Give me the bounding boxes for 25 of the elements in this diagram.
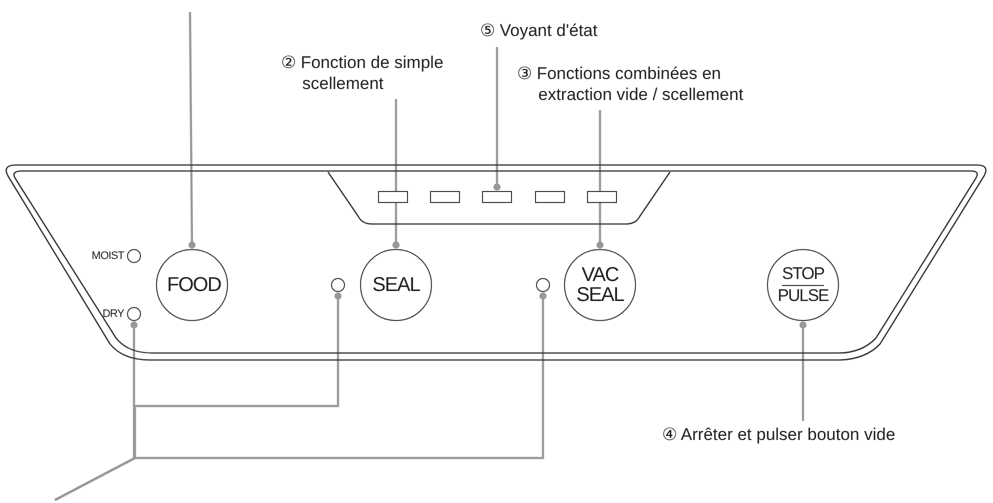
status-light <box>587 191 617 203</box>
callout-text: ③ Fonctions combinées en extraction vide / scellement <box>517 63 787 107</box>
leader-line <box>799 321 807 421</box>
indicator-light <box>127 249 141 263</box>
leader-line <box>54 292 547 501</box>
indicator-light <box>536 278 550 292</box>
indicator-label: MOIST <box>90 250 124 262</box>
callout-text: ④ Arrêter et pulser bouton vide <box>662 424 952 448</box>
status-light <box>535 191 565 203</box>
indicator-light <box>331 278 345 292</box>
round-button: VAC SEAL <box>564 249 636 321</box>
indicator-light <box>127 307 141 321</box>
indicator-label: DRY <box>101 308 124 320</box>
round-button: FOOD <box>156 249 228 321</box>
leader-line <box>493 47 501 191</box>
status-light <box>378 191 408 203</box>
leader-line <box>596 110 604 249</box>
round-button: STOP PULSE <box>767 249 839 321</box>
status-light <box>482 191 512 203</box>
callout-text: ⑤ Voyant d'état <box>480 20 680 44</box>
leader-line <box>392 99 400 249</box>
callout-text: ② Fonction de simple scellement <box>281 52 491 96</box>
status-light <box>430 191 460 203</box>
leader-line <box>188 12 196 249</box>
round-button: SEAL <box>360 249 432 321</box>
